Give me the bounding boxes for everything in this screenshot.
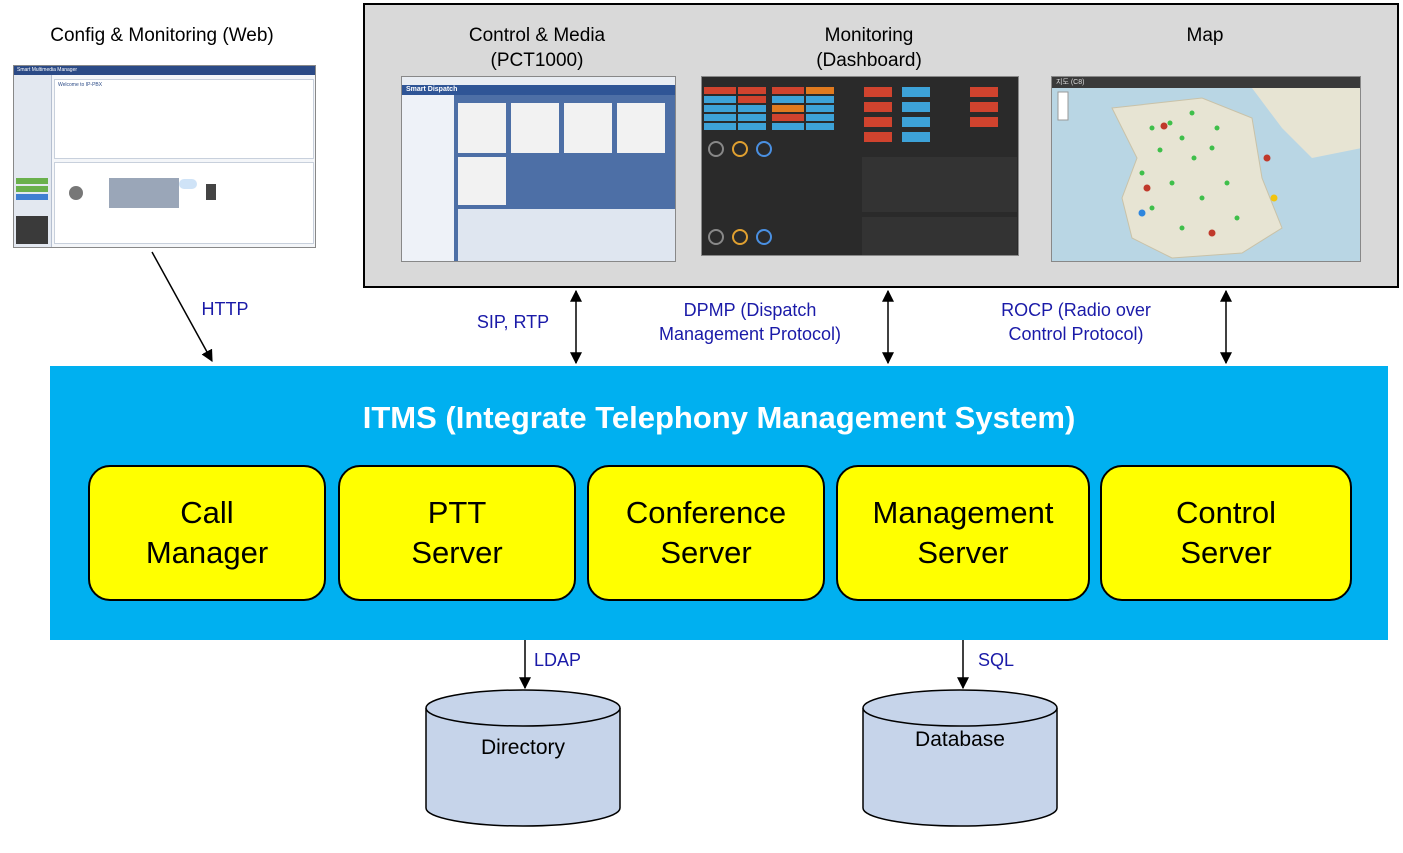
control-media-label: Control & Media [468,25,606,46]
ldap-label: LDAP [534,650,582,670]
directory-cylinder [425,689,621,827]
dashboard-tiles [704,87,1017,255]
sip-rtp-label: SIP, RTP [476,312,550,332]
server-name: Conference [625,495,787,530]
sql-label: SQL [978,650,1015,670]
monitoring-sublabel: (Dashboard) [816,50,922,71]
dpmp-label-line1: DPMP (Dispatch [683,300,817,320]
http-label: HTTP [201,299,249,319]
http-arrow [151,251,213,363]
rocp-label-line2: Control Protocol) [1008,324,1144,344]
web-app-title: Smart Multimedia Manager [17,67,78,73]
map-screenshot: 지도 (C8) [1051,76,1361,262]
web-welcome-text: Welcome to IP-PBX [58,82,103,88]
server-name: Control [1176,495,1276,530]
server-name: Server [660,535,752,570]
map-view [1052,88,1360,261]
itms-title: ITMS (Integrate Telephony Management Sys… [362,400,1076,435]
rocp-label-line1: ROCP (Radio over [1001,300,1151,320]
database-label: Database [915,728,1005,751]
server-name: Server [917,535,1009,570]
server-name: Management [872,495,1054,530]
dashboard-screenshot [701,76,1019,256]
ptt-server-box: PTT Server [338,465,576,601]
dispatch-app-title: Smart Dispatch [406,86,458,93]
database-cylinder [862,689,1058,827]
map-label: Map [1186,25,1224,46]
control-media-sublabel: (PCT1000) [490,50,584,71]
directory-label: Directory [480,736,565,759]
server-name: PTT [427,495,487,530]
server-name: Call [180,495,234,530]
server-name: Server [411,535,503,570]
server-name: Manager [145,535,269,570]
map-window-title: 지도 (C8) [1056,79,1085,86]
web-config-screenshot: Smart Multimedia Manager Welcome to IP-P… [13,65,316,248]
server-name: Server [1180,535,1272,570]
config-monitoring-label: Config & Monitoring (Web) [50,25,274,46]
dpmp-label-line2: Management Protocol) [658,324,842,344]
dispatch-screenshot: Smart Dispatch [401,76,676,262]
monitoring-label: Monitoring [824,25,914,46]
